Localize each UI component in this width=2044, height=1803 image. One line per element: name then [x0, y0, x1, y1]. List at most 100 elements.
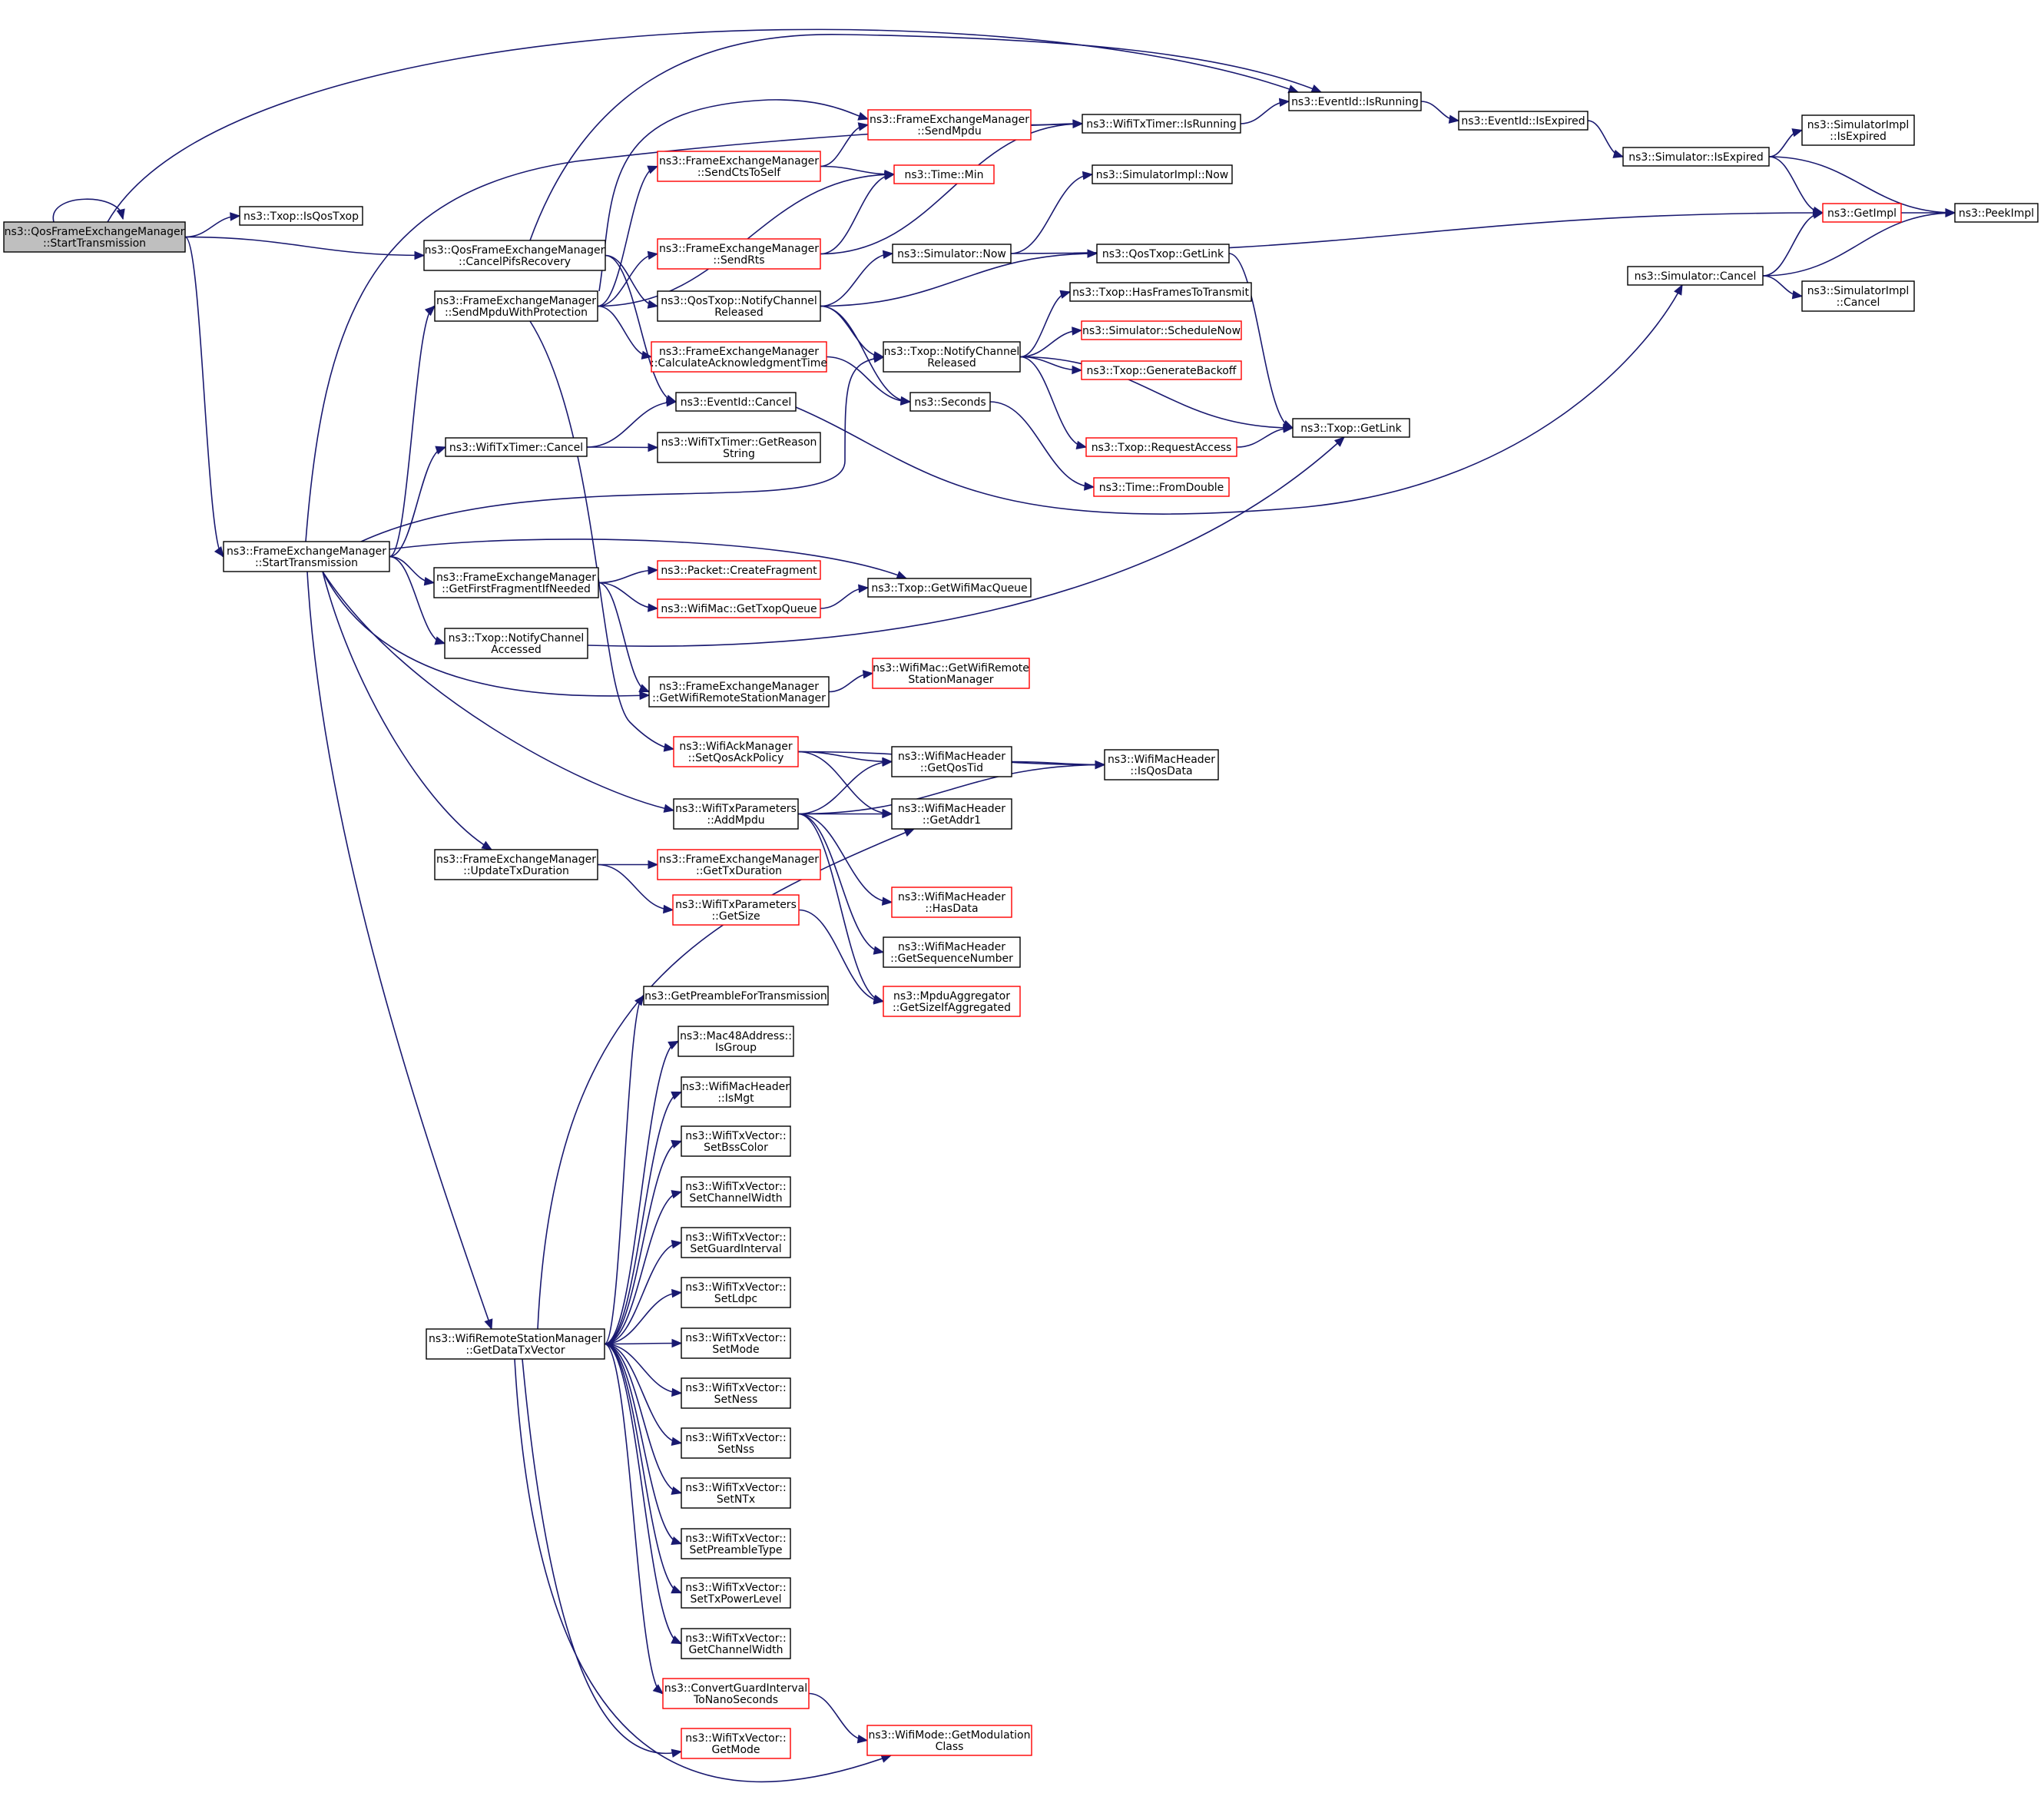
node-getimpl[interactable]: ns3::GetImpl — [1822, 203, 1902, 223]
node-addmpdu[interactable]: ns3::WifiTxParameters::AddMpdu — [673, 798, 799, 830]
node-box — [1954, 203, 2039, 223]
node-time_min[interactable]: ns3::Time::Min — [893, 164, 995, 184]
node-getseqnum[interactable]: ns3::WifiMacHeader::GetSequenceNumber — [883, 936, 1021, 968]
node-label: ns3::WifiTxVector:: — [685, 1181, 786, 1193]
node-isgroup[interactable]: ns3::Mac48Address::IsGroup — [677, 1026, 794, 1057]
node-setchannelwidth[interactable]: ns3::WifiTxVector::SetChannelWidth — [681, 1176, 791, 1208]
node-label: ns3::WifiTxVector:: — [685, 1130, 786, 1142]
node-eventid_cancel[interactable]: ns3::EventId::Cancel — [675, 392, 797, 412]
node-requestaccess[interactable]: ns3::Txop::RequestAccess — [1085, 437, 1237, 457]
node-label: ns3::WifiMacHeader — [898, 803, 1005, 815]
node-getqostid[interactable]: ns3::WifiMacHeader::GetQosTid — [891, 746, 1012, 777]
node-sim_now[interactable]: ns3::Simulator::Now — [892, 244, 1012, 263]
node-label: ns3::Txop::IsQosTxop — [243, 210, 359, 223]
node-label: ::CancelPifsRecovery — [459, 256, 571, 268]
node-root[interactable]: ns3::QosFrameExchangeManager::StartTrans… — [3, 221, 186, 253]
node-box — [681, 1277, 791, 1308]
node-createfragment[interactable]: ns3::Packet::CreateFragment — [657, 560, 821, 580]
node-gettxduration[interactable]: ns3::FrameExchangeManager::GetTxDuration — [657, 849, 821, 880]
node-gettxopqueue[interactable]: ns3::WifiMac::GetTxopQueue — [657, 598, 821, 618]
node-setntx[interactable]: ns3::WifiTxVector::SetNTx — [681, 1477, 791, 1509]
node-getmode[interactable]: ns3::WifiTxVector::GetMode — [681, 1728, 791, 1759]
node-cancelpifs[interactable]: ns3::QosFrameExchangeManager::CancelPifs… — [423, 240, 606, 271]
node-simimpl_isexpired[interactable]: ns3::SimulatorImpl::IsExpired — [1801, 114, 1915, 146]
edge-qostxop_notify-to-txop_notify — [820, 305, 885, 360]
edge-getfirstfrag-to-gettxopqueue — [598, 582, 659, 612]
node-updatetxdur[interactable]: ns3::FrameExchangeManager::UpdateTxDurat… — [434, 849, 598, 880]
node-label: ::SendMpdu — [917, 125, 981, 138]
node-fem_start[interactable]: ns3::FrameExchangeManager::StartTransmis… — [223, 541, 390, 572]
edge-arrowhead — [671, 1486, 683, 1495]
node-calcack[interactable]: ns3::FrameExchangeManager::CalculateAckn… — [651, 341, 827, 373]
node-label: ns3::FrameExchangeManager — [659, 853, 819, 866]
node-sendmpdu[interactable]: ns3::FrameExchangeManager::SendMpdu — [867, 109, 1032, 141]
node-peekimpl[interactable]: ns3::PeekImpl — [1954, 203, 2039, 223]
node-txop_getlink[interactable]: ns3::Txop::GetLink — [1292, 418, 1410, 438]
node-box — [239, 206, 363, 226]
node-label: ::GetSize — [711, 910, 760, 923]
edge-addmpdu-to-getqostid — [797, 757, 893, 815]
node-box — [1822, 203, 1902, 223]
node-setnss[interactable]: ns3::WifiTxVector::SetNss — [681, 1427, 791, 1459]
node-getdatatxvector[interactable]: ns3::WifiRemoteStationManager::GetDataTx… — [426, 1328, 605, 1360]
node-seconds[interactable]: ns3::Seconds — [909, 392, 991, 412]
edge-eventid_cancel-to-sim_cancel — [795, 283, 1683, 515]
node-label: ns3::Simulator::Now — [897, 248, 1006, 260]
edge-arrowhead — [1333, 436, 1345, 447]
node-sendctstoself[interactable]: ns3::FrameExchangeManager::SendCtsToSelf — [657, 151, 821, 182]
node-getwifimacqueue[interactable]: ns3::Txop::GetWifiMacQueue — [867, 578, 1032, 598]
node-simimpl_now[interactable]: ns3::SimulatorImpl::Now — [1092, 164, 1233, 184]
node-isqosdata[interactable]: ns3::WifiMacHeader::IsQosData — [1104, 749, 1219, 781]
node-wifitxtimer_isrunning[interactable]: ns3::WifiTxTimer::IsRunning — [1082, 114, 1241, 134]
node-isqostxop[interactable]: ns3::Txop::IsQosTxop — [239, 206, 363, 226]
node-mac_getwrsm[interactable]: ns3::WifiMac::GetWifiRemoteStationManage… — [872, 658, 1030, 689]
node-setqosackpolicy[interactable]: ns3::WifiAckManager::SetQosAckPolicy — [673, 736, 799, 767]
edge-arrowhead — [1082, 171, 1094, 181]
node-label: SetPreambleType — [689, 1544, 782, 1556]
node-txparams_getsize[interactable]: ns3::WifiTxParameters::GetSize — [672, 894, 800, 926]
node-box — [867, 109, 1032, 141]
node-eventid_isrunning[interactable]: ns3::EventId::IsRunning — [1288, 91, 1422, 111]
node-setguardinterval[interactable]: ns3::WifiTxVector::SetGuardInterval — [681, 1227, 791, 1258]
node-box — [648, 676, 830, 708]
edge-getdatatxvector-to-setnss — [604, 1343, 683, 1447]
node-box — [891, 798, 1012, 830]
node-box — [1458, 111, 1588, 131]
node-simimpl_cancel[interactable]: ns3::SimulatorImpl::Cancel — [1801, 280, 1915, 312]
node-sim_isexpired[interactable]: ns3::Simulator::IsExpired — [1622, 147, 1770, 167]
node-getpreamble[interactable]: ns3::GetPreambleForTransmission — [643, 986, 829, 1006]
node-setpreambletype[interactable]: ns3::WifiTxVector::SetPreambleType — [681, 1528, 791, 1559]
node-ismgt[interactable]: ns3::WifiMacHeader::IsMgt — [681, 1076, 791, 1108]
node-hasdata[interactable]: ns3::WifiMacHeader::HasData — [891, 887, 1012, 918]
node-wifitxtimer_cancel[interactable]: ns3::WifiTxTimer::Cancel — [445, 437, 588, 457]
node-getchannelwidth[interactable]: ns3::WifiTxVector::GetChannelWidth — [681, 1628, 791, 1659]
node-fromdouble[interactable]: ns3::Time::FromDouble — [1093, 477, 1230, 497]
node-settxpowerlevel[interactable]: ns3::WifiTxVector::SetTxPowerLevel — [681, 1577, 791, 1609]
node-setmode[interactable]: ns3::WifiTxVector::SetMode — [681, 1327, 791, 1359]
node-label: ::IsQosData — [1130, 765, 1192, 777]
node-genbackoff[interactable]: ns3::Txop::GenerateBackoff — [1081, 360, 1242, 380]
node-setness[interactable]: ns3::WifiTxVector::SetNess — [681, 1377, 791, 1409]
node-sendrts[interactable]: ns3::FrameExchangeManager::SendRts — [657, 238, 821, 270]
node-hasframes[interactable]: ns3::Txop::HasFramesToTransmit — [1069, 282, 1252, 302]
node-setldpc[interactable]: ns3::WifiTxVector::SetLdpc — [681, 1277, 791, 1308]
node-getaddr1[interactable]: ns3::WifiMacHeader::GetAddr1 — [891, 798, 1012, 830]
node-qostxop_getlink[interactable]: ns3::QosTxop::GetLink — [1096, 244, 1230, 263]
node-setbsscolor[interactable]: ns3::WifiTxVector::SetBssColor — [681, 1125, 791, 1157]
node-label: ::SendMpduWithProtection — [445, 307, 588, 319]
node-fem_getwrsm[interactable]: ns3::FrameExchangeManager::GetWifiRemote… — [648, 676, 830, 708]
node-schedulenow[interactable]: ns3::Simulator::ScheduleNow — [1081, 320, 1242, 340]
node-eventid_isexpired[interactable]: ns3::EventId::IsExpired — [1458, 111, 1588, 131]
node-label: ::AddMpdu — [707, 814, 764, 827]
edge-getdatatxvector-to-setbsscolor — [604, 1140, 683, 1345]
node-sim_cancel[interactable]: ns3::Simulator::Cancel — [1627, 266, 1764, 286]
node-sendmpduwithprot[interactable]: ns3::FrameExchangeManager::SendMpduWithP… — [434, 290, 598, 322]
node-getsizeifagg[interactable]: ns3::MpduAggregator::GetSizeIfAggregated — [883, 986, 1021, 1017]
node-getfirstfrag[interactable]: ns3::FrameExchangeManager::GetFirstFragm… — [433, 567, 599, 598]
